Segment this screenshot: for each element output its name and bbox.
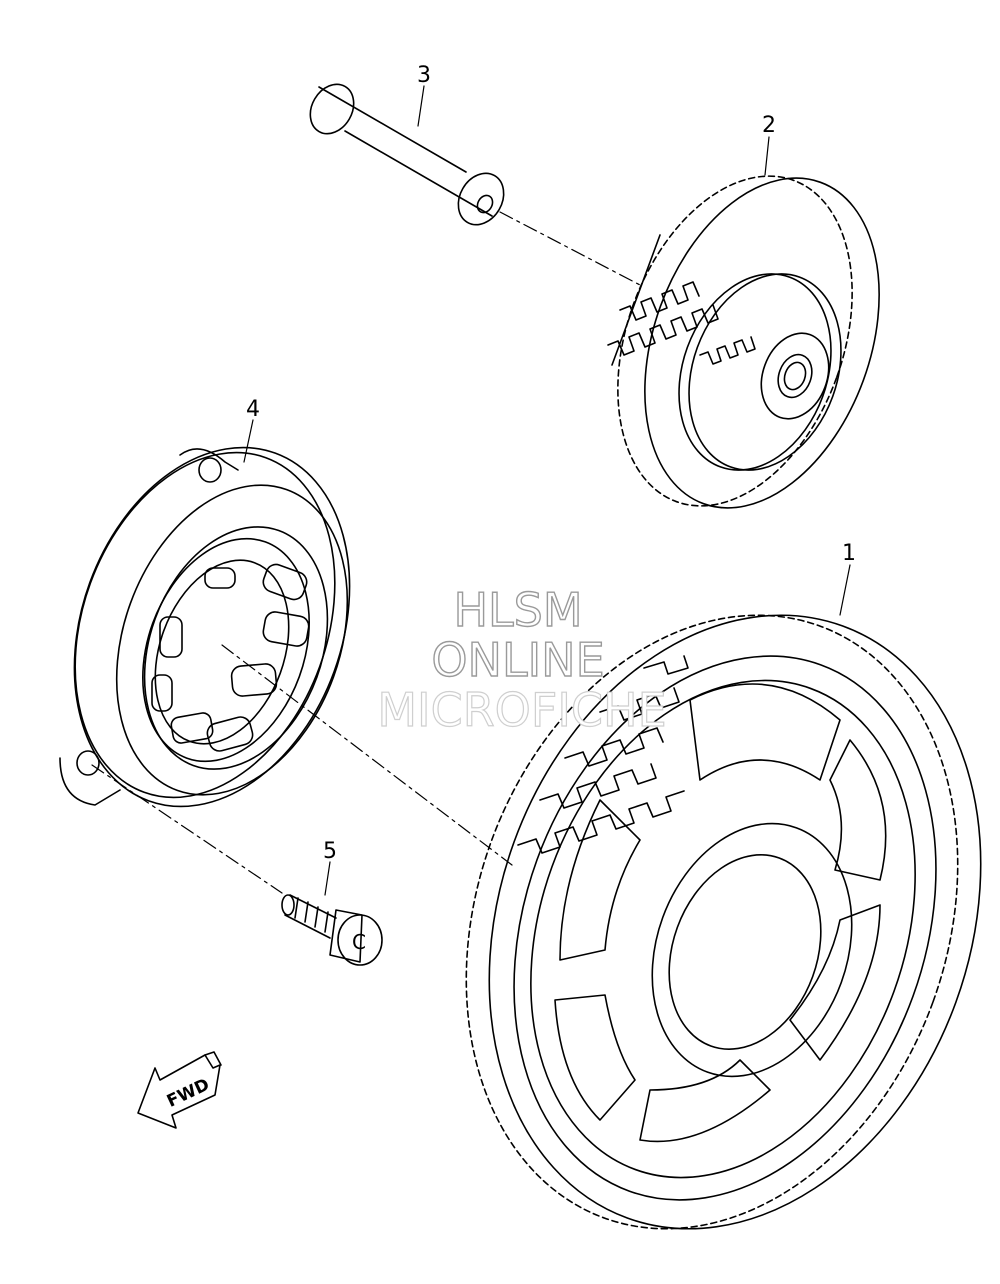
part-3-shaft [309,83,505,226]
callout-2: 2 [762,113,776,138]
watermark-line-1: HLSM [453,583,582,637]
callout-5: 5 [323,839,337,864]
leader-1 [839,564,851,616]
callout-4: 4 [246,397,260,422]
watermark-line-3: MICROFICHE [377,683,666,737]
leader-4 [243,419,254,463]
leader-3 [417,85,425,127]
axis-line-clutch [221,644,513,866]
axis-line-bolt [91,764,283,894]
part-4-clutch-housing [59,446,351,808]
part-2-starter-gear [607,175,880,509]
part-1-driven-gear [465,614,982,1230]
watermark-line-2: ONLINE [431,633,604,687]
fwd-label: FWD [164,1075,213,1112]
callout-3: 3 [417,63,431,88]
leader-2 [764,136,770,176]
fwd-arrow-icon [137,1051,222,1129]
leader-5 [324,861,331,896]
part-5-bolt [281,894,383,966]
bolt-head-mark: C [352,930,366,954]
axis-line-shaft [499,211,641,286]
callout-1: 1 [842,541,856,566]
